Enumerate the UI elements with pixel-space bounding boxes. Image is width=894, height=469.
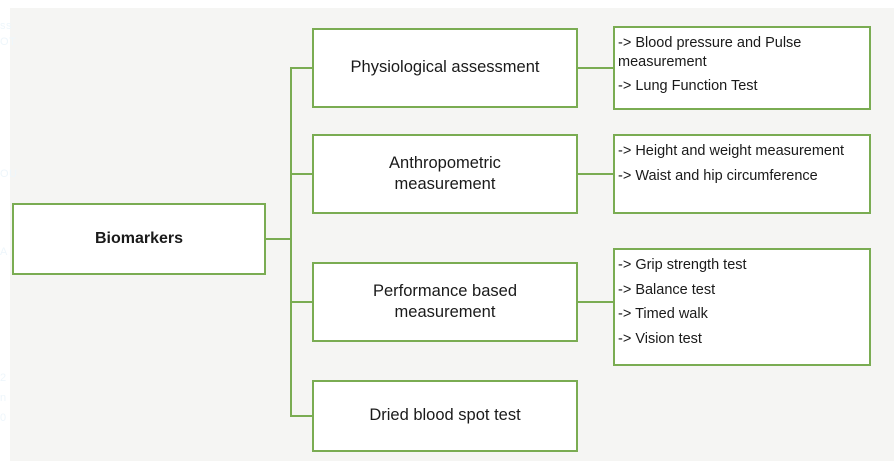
node-physiological-assessment-label: Physiological assessment xyxy=(350,58,540,77)
detail-item: -> Height and weight measurement xyxy=(618,143,845,159)
edge-artifact-2: OT xyxy=(0,36,17,48)
detail-item: -> Timed walk xyxy=(618,306,708,323)
connector-root-stub xyxy=(266,238,292,240)
detail-box-performance-based-measurement[interactable]: -> Grip strength test -> Balance test ->… xyxy=(613,248,871,366)
detail-list-physiological-assessment: -> Blood pressure and Pulse measurement … xyxy=(618,34,869,96)
detail-list-anthropometric-measurement: -> Height and weight measurement -> Wais… xyxy=(618,142,869,185)
node-anthropometric-measurement-label: Anthropometric measurement xyxy=(389,153,501,193)
node-dried-blood-spot-test[interactable]: Dried blood spot test xyxy=(312,380,578,452)
node-biomarkers-root[interactable]: Biomarkers xyxy=(12,203,266,275)
connector-spine-to-physiological xyxy=(290,67,313,69)
node-anthropometric-measurement[interactable]: Anthropometric measurement xyxy=(312,134,578,214)
edge-artifact-5: 2 xyxy=(0,372,7,384)
connector-spine-to-performance xyxy=(290,301,313,303)
node-physiological-assessment[interactable]: Physiological assessment xyxy=(312,28,578,108)
detail-item: -> Vision test xyxy=(618,330,702,347)
connector-spine-to-anthropometric xyxy=(290,173,313,175)
connector-spine-to-driedblood xyxy=(290,415,313,417)
edge-artifact-1: ss xyxy=(0,20,12,32)
edge-artifact-7: 0 xyxy=(0,412,7,424)
detail-box-anthropometric-measurement[interactable]: -> Height and weight measurement -> Wais… xyxy=(613,134,871,214)
connector-spine xyxy=(290,68,292,416)
node-biomarkers-root-label: Biomarkers xyxy=(94,229,184,247)
detail-item: -> Waist and hip circumference xyxy=(618,167,818,184)
edge-artifact-4: A xyxy=(0,246,8,258)
detail-item: -> Grip strength test xyxy=(618,257,747,273)
detail-box-physiological-assessment[interactable]: -> Blood pressure and Pulse measurement … xyxy=(613,26,871,110)
connector-anthropometric-to-detail xyxy=(577,173,614,175)
detail-item: -> Blood pressure and Pulse measurement xyxy=(618,35,802,70)
detail-item: -> Balance test xyxy=(618,281,716,298)
detail-list-performance-based-measurement: -> Grip strength test -> Balance test ->… xyxy=(618,256,869,348)
edge-artifact-3: OU xyxy=(0,168,18,180)
node-performance-based-measurement-label: Performance based measurement xyxy=(373,281,517,321)
node-dried-blood-spot-test-label: Dried blood spot test xyxy=(369,406,521,425)
detail-item: -> Lung Function Test xyxy=(618,78,758,95)
connector-performance-to-detail xyxy=(577,301,614,303)
edge-artifact-6: n xyxy=(0,392,7,404)
connector-physiological-to-detail xyxy=(577,67,614,69)
node-performance-based-measurement[interactable]: Performance based measurement xyxy=(312,262,578,342)
